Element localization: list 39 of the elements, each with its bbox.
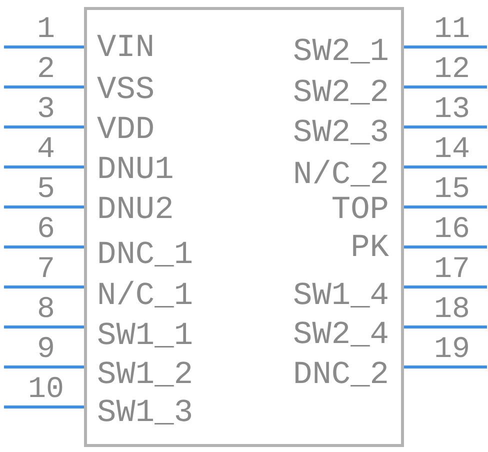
pin-number: 6 <box>37 215 55 245</box>
pin-name: VIN <box>97 32 155 64</box>
pin-name: SW2_4 <box>292 319 389 351</box>
pin-name: PK <box>350 232 389 264</box>
pin-number: 14 <box>434 135 470 165</box>
pin-name: VSS <box>97 74 155 106</box>
pin-name: DNC_1 <box>97 239 194 271</box>
pin-name: SW2_2 <box>292 77 389 109</box>
pin-number: 18 <box>434 295 470 325</box>
pin-number: 15 <box>434 175 470 205</box>
pin-name: SW1_1 <box>97 320 194 352</box>
pin-number: 10 <box>28 375 64 405</box>
pin-name: SW1_3 <box>97 397 194 429</box>
pin-number: 3 <box>37 95 55 125</box>
pin-name: SW2_3 <box>292 117 389 149</box>
pin-number: 19 <box>434 335 470 365</box>
ic-body <box>84 7 404 447</box>
pin-number: 13 <box>434 95 470 125</box>
pin-name: SW2_1 <box>292 36 389 68</box>
pin-number: 7 <box>37 255 55 285</box>
pin-name: DNU1 <box>97 154 174 186</box>
pin-name: DNU2 <box>97 194 174 226</box>
pin-name: SW1_2 <box>97 359 194 391</box>
pin-number: 8 <box>37 295 55 325</box>
pin-number: 5 <box>37 175 55 205</box>
pin-number: 16 <box>434 215 470 245</box>
pin-name: VDD <box>97 114 155 146</box>
pin-number: 9 <box>37 335 55 365</box>
pin-number: 17 <box>434 255 470 285</box>
pin-name: SW1_4 <box>292 280 389 312</box>
pin-name: N/C_1 <box>97 280 194 312</box>
pin-number: 12 <box>434 55 470 85</box>
pin-number: 11 <box>434 15 470 45</box>
pin-name: DNC_2 <box>292 359 389 391</box>
pin-number: 2 <box>37 55 55 85</box>
pin-name: N/C_2 <box>292 159 389 191</box>
pin-number: 4 <box>37 135 55 165</box>
pin-name: TOP <box>331 194 389 226</box>
pin-number: 1 <box>37 15 55 45</box>
